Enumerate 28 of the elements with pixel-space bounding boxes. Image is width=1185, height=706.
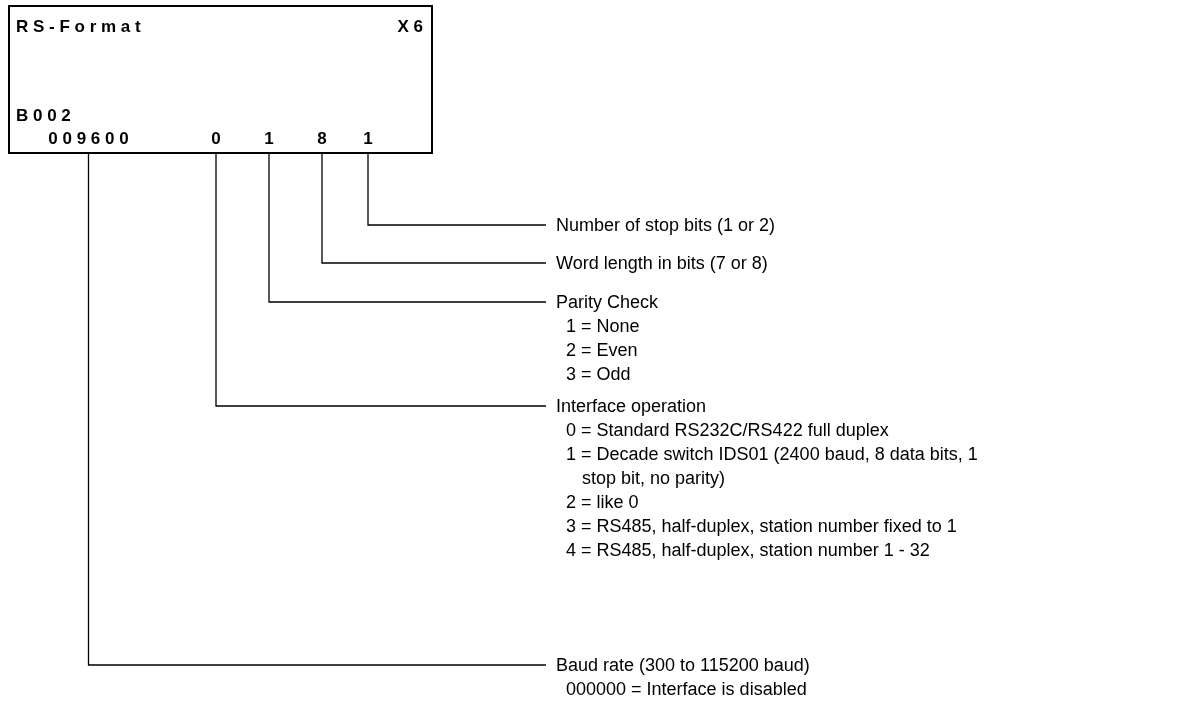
leader-line	[367, 153, 547, 226]
display-text: R S - F o r m a t	[16, 17, 141, 37]
leader-line	[87, 153, 547, 666]
description-heading: Word length in bits (7 or 8)	[556, 252, 769, 275]
leader-line	[215, 153, 547, 407]
description-heading: Interface operation	[556, 395, 708, 418]
leader-line	[321, 153, 547, 264]
option-text: 0 = Standard RS232C/RS422 full duplex	[565, 419, 890, 442]
leader-line	[268, 153, 547, 303]
display-digits: 0 0 9 6 0 0	[16, 129, 161, 154]
option-text: 1 = None	[565, 315, 641, 338]
description-heading: Baud rate (300 to 115200 baud)	[556, 654, 811, 677]
display-text: X 6	[397, 17, 423, 37]
display-digits: 1	[251, 129, 287, 154]
display-digits: 1	[350, 129, 386, 154]
lcd-display	[8, 5, 433, 154]
display-text: B 0 0 2	[16, 106, 71, 126]
description-heading: Parity Check	[556, 291, 660, 314]
option-text: 2 = Even	[565, 339, 639, 362]
option-text: 000000 = Interface is disabled	[565, 678, 808, 701]
option-text: 3 = RS485, half-duplex, station number fixed to 1	[565, 515, 958, 538]
description-heading: Number of stop bits (1 or 2)	[556, 214, 777, 237]
option-text: 1 = Decade switch IDS01 (2400 baud, 8 data bits, 1 stop bit, no parity)	[565, 443, 979, 490]
display-digits: 8	[304, 129, 340, 154]
option-text: 2 = like 0	[565, 491, 640, 514]
option-text: 3 = Odd	[565, 363, 632, 386]
option-text: 4 = RS485, half-duplex, station number 1 - 32	[565, 539, 931, 562]
display-digits: 0	[198, 129, 234, 154]
